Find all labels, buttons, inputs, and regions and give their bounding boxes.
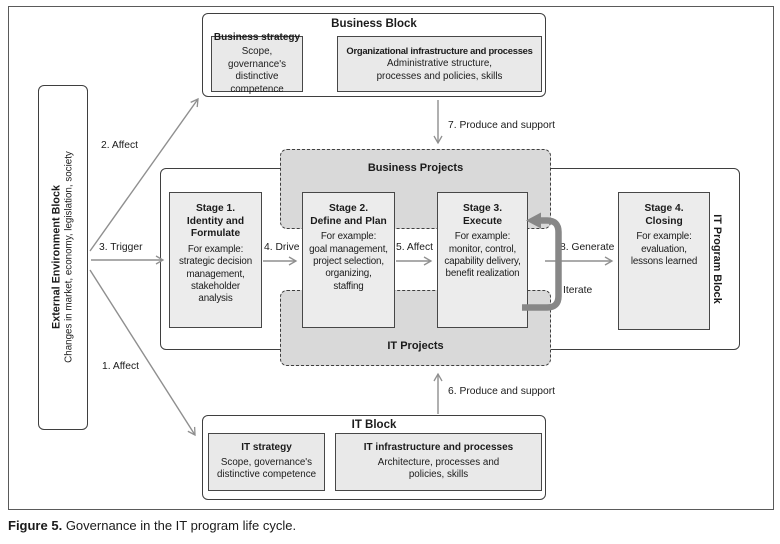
stage-1-title: Stage 1. Identity and Formulate xyxy=(186,203,245,240)
business-block-title: Business Block xyxy=(331,18,417,30)
stage-2-title: Stage 2. Define and Plan xyxy=(310,203,387,227)
label-affect-5: 5. Affect xyxy=(396,242,434,253)
external-environment-title: External Environment Block xyxy=(50,185,63,329)
business-strategy-body: Scope, governance's distinctive competen… xyxy=(228,46,286,95)
stage-3-title: Stage 3. Execute xyxy=(462,203,503,227)
organizational-infrastructure-body: Administrative structure, processes and … xyxy=(376,58,503,82)
external-environment-subtitle: Changes in market, economy, legislation,… xyxy=(63,151,75,363)
stage-4-body: For example: evaluation, lessons learned xyxy=(630,231,698,267)
stage-4-box: Stage 4. Closing For example: evaluation… xyxy=(618,192,710,330)
it-strategy-box: IT strategy Scope, governance's distinct… xyxy=(208,433,325,491)
it-infrastructure-box: IT infrastructure and processes Architec… xyxy=(335,433,542,491)
it-strategy-title: IT strategy xyxy=(241,442,292,454)
it-infrastructure-body: Architecture, processes and policies, sk… xyxy=(377,456,500,481)
stage-2-box: Stage 2. Define and Plan For example: go… xyxy=(302,192,395,328)
stage-3-box: Stage 3. Execute For example: monitor, c… xyxy=(437,192,528,328)
label-produce-7: 7. Produce and support xyxy=(448,120,556,131)
business-projects-label: Business Projects xyxy=(367,162,464,174)
it-projects-label: IT Projects xyxy=(387,340,444,352)
stage-2-body: For example: goal management, project se… xyxy=(309,231,388,292)
label-generate-8: 8. Generate xyxy=(560,242,615,253)
external-environment-block xyxy=(38,85,88,430)
label-iterate: Iterate xyxy=(563,285,593,296)
stage-3-body: For example: monitor, control, capabilit… xyxy=(444,231,521,280)
label-trigger-3: 3. Trigger xyxy=(99,242,143,253)
stage-1-body: For example: strategic decision manageme… xyxy=(179,243,252,305)
stage-4-title: Stage 4. Closing xyxy=(644,203,684,227)
figure-frame xyxy=(8,6,774,510)
it-program-block-label: IT Program Block xyxy=(711,214,780,303)
it-strategy-body: Scope, governance's distinctive competen… xyxy=(216,456,317,481)
figure-caption-text: Governance in the IT program life cycle. xyxy=(65,518,297,533)
it-infrastructure-title: IT infrastructure and processes xyxy=(363,442,514,454)
label-affect-1: 1. Affect xyxy=(102,361,140,372)
figure-caption: Figure 5. Governance in the IT program l… xyxy=(8,518,296,533)
it-program-block-title: IT Program Block xyxy=(711,214,724,304)
business-strategy-title: Business strategy xyxy=(213,31,301,43)
organizational-infrastructure-box: Organizational infrastructure and proces… xyxy=(337,36,542,92)
business-strategy-box: Business strategy Scope, governance's di… xyxy=(211,32,303,95)
figure-caption-label: Figure 5. xyxy=(8,518,63,533)
stage-1-box: Stage 1. Identity and Formulate For exam… xyxy=(169,192,262,328)
label-produce-6: 6. Produce and support xyxy=(448,386,556,397)
label-affect-2: 2. Affect xyxy=(101,140,139,151)
organizational-infrastructure-title: Organizational infrastructure and proces… xyxy=(346,44,533,56)
it-block-title: IT Block xyxy=(351,419,397,431)
label-drive-4: 4. Drive xyxy=(264,242,300,253)
